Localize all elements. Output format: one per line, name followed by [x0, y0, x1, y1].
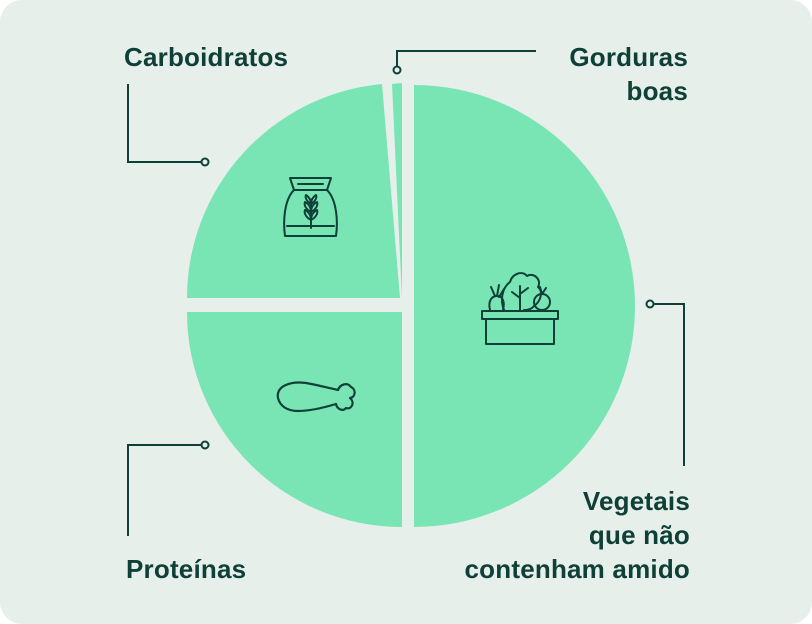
label-vegetables: Vegetais que não contenham amido	[465, 484, 690, 586]
label-vegetables-line-2: que não	[588, 520, 690, 550]
label-carbohydrates: Carboidratos	[124, 40, 288, 74]
leader-line-vegetables	[650, 303, 685, 466]
slice-healthy-fats	[392, 83, 402, 298]
leader-line-fats	[396, 50, 536, 70]
label-vegetables-line-3: contenham amido	[464, 554, 690, 584]
leader-dot-carbohydrates	[200, 157, 210, 167]
leader-dot-proteins	[200, 440, 210, 450]
vegetable-crate-icon	[481, 272, 559, 345]
label-vegetables-line-1: Vegetais	[582, 486, 690, 516]
chicken-drumstick-icon	[276, 381, 356, 413]
label-proteins-line-1: Proteínas	[126, 554, 247, 584]
leader-line-carbohydrates	[127, 84, 204, 163]
slice-vegetables	[414, 85, 635, 527]
label-carbohydrates-line-1: Carboidratos	[124, 42, 289, 72]
label-proteins: Proteínas	[126, 552, 246, 586]
leader-line-proteins	[127, 444, 204, 536]
label-healthy-fats: Gorduras boas	[569, 40, 688, 108]
slice-proteins	[187, 312, 402, 527]
grain-sack-icon	[283, 177, 338, 237]
leader-dot-fats	[392, 65, 402, 75]
leader-dot-vegetables	[645, 299, 655, 309]
label-healthy-fats-line-1: Gorduras	[569, 42, 688, 72]
label-healthy-fats-line-2: boas	[626, 76, 688, 106]
